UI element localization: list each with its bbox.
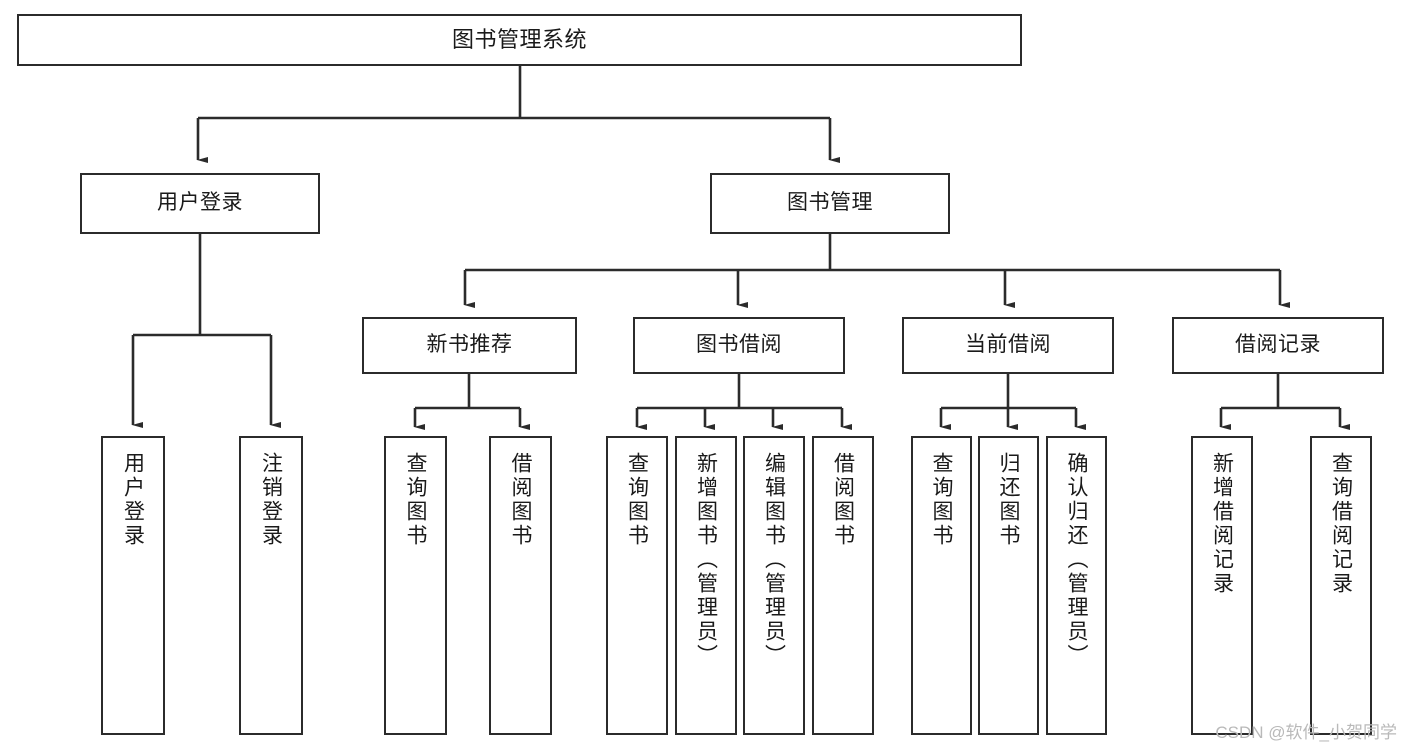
- node-label: 归还图书: [997, 452, 1020, 548]
- node-root-system[interactable]: 图书管理系统: [17, 14, 1022, 66]
- node-label: 图书管理: [787, 191, 873, 215]
- node-label: 新书推荐: [426, 333, 513, 357]
- node-new-book-recommend[interactable]: 新书推荐: [362, 317, 577, 374]
- csdn-watermark: CSDN @软件_小贺同学: [1215, 723, 1397, 742]
- node-borrow-record[interactable]: 借阅记录: [1172, 317, 1384, 374]
- node-book-borrow[interactable]: 图书借阅: [633, 317, 845, 374]
- node-label: 新增借阅记录: [1210, 452, 1234, 596]
- leaf-current-confirm-return-admin[interactable]: 确认归还（管理员）: [1046, 436, 1107, 735]
- node-label: 查询图书: [625, 452, 649, 548]
- leaf-borrow-edit-book-admin[interactable]: 编辑图书（管理员）: [743, 436, 805, 735]
- node-current-borrow[interactable]: 当前借阅: [902, 317, 1114, 374]
- leaf-current-return-book[interactable]: 归还图书: [978, 436, 1039, 735]
- node-label: 用户登录: [157, 191, 243, 215]
- node-book-management[interactable]: 图书管理: [710, 173, 950, 234]
- node-label: 图书借阅: [696, 333, 782, 357]
- node-label: 查询图书: [930, 452, 953, 548]
- leaf-record-add-record[interactable]: 新增借阅记录: [1191, 436, 1253, 735]
- node-label: 新增图书（管理员）: [694, 452, 718, 668]
- leaf-user-login-login[interactable]: 用户登录: [101, 436, 165, 735]
- leaf-user-login-logout[interactable]: 注销登录: [239, 436, 303, 735]
- leaf-borrow-borrow-book[interactable]: 借阅图书: [812, 436, 874, 735]
- leaf-recommend-borrow-book[interactable]: 借阅图书: [489, 436, 552, 735]
- node-label: 借阅图书: [509, 452, 532, 548]
- leaf-record-query-record[interactable]: 查询借阅记录: [1310, 436, 1372, 735]
- node-user-login[interactable]: 用户登录: [80, 173, 320, 234]
- node-label: 确认归还（管理员）: [1065, 452, 1088, 668]
- leaf-borrow-query-book[interactable]: 查询图书: [606, 436, 668, 735]
- node-label: 查询图书: [404, 452, 427, 548]
- node-label: 用户登录: [121, 452, 145, 548]
- node-label: 编辑图书（管理员）: [762, 452, 786, 668]
- node-label: 注销登录: [259, 452, 283, 548]
- node-label: 当前借阅: [965, 333, 1051, 357]
- leaf-recommend-query-book[interactable]: 查询图书: [384, 436, 447, 735]
- leaf-current-query-book[interactable]: 查询图书: [911, 436, 972, 735]
- node-label: 图书管理系统: [451, 27, 587, 53]
- leaf-borrow-add-book-admin[interactable]: 新增图书（管理员）: [675, 436, 737, 735]
- node-label: 借阅记录: [1235, 333, 1321, 357]
- node-label: 借阅图书: [831, 452, 855, 548]
- node-label: 查询借阅记录: [1329, 452, 1353, 596]
